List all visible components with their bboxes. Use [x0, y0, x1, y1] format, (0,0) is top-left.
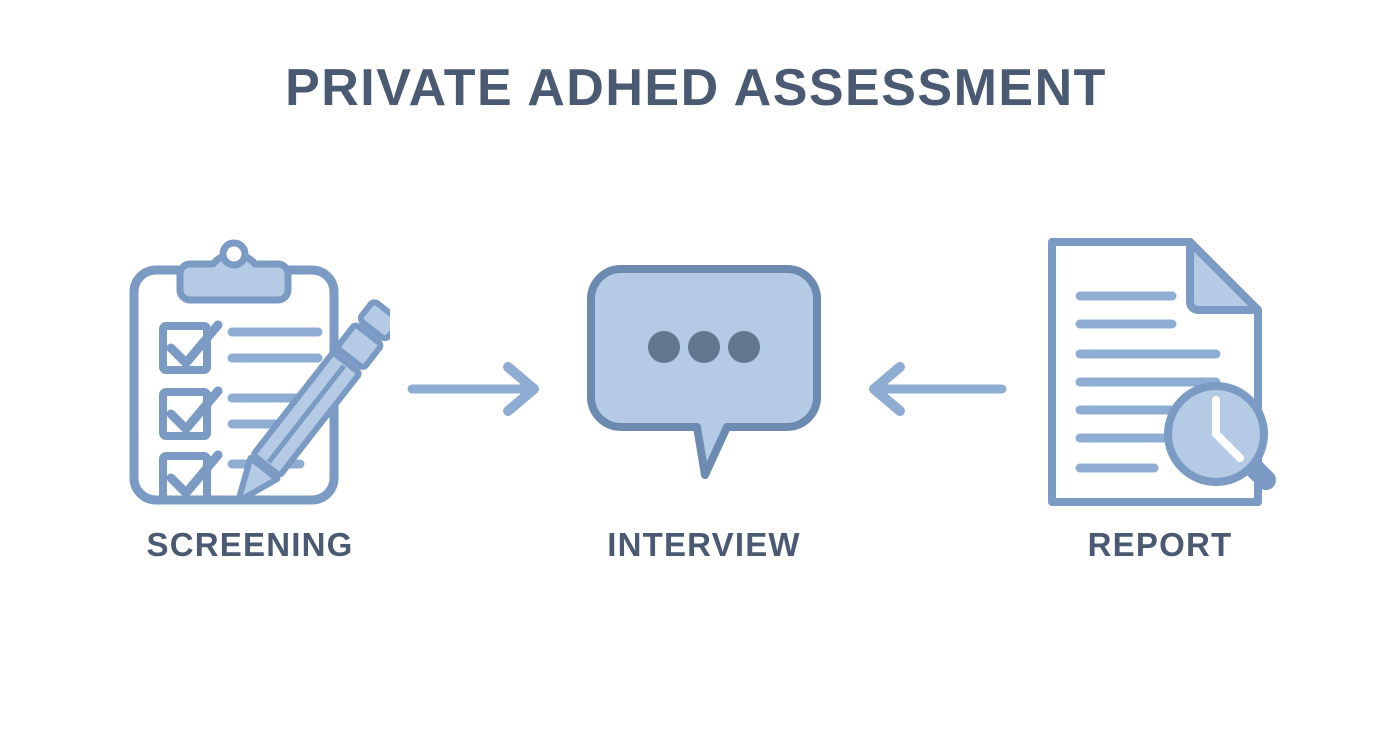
interview-art [554, 228, 854, 516]
step-interview: INTERVIEW [554, 228, 854, 588]
arrow-report-to-interview [852, 355, 1012, 425]
clock-hands [1212, 396, 1244, 462]
pencil-icon [235, 299, 390, 505]
arrow-left-icon [869, 362, 1007, 416]
process-steps: SCREENING INTERVIEW [0, 228, 1392, 588]
clipboard-checklist-pencil-icon [129, 239, 390, 505]
step-label-interview: INTERVIEW [607, 526, 801, 563]
document-clock-magnifier-icon [1048, 238, 1276, 506]
checkbox-1 [159, 320, 223, 374]
page-title: PRIVATE ADHED ASSESSMENT [285, 59, 1107, 117]
checkbox-2 [159, 386, 223, 440]
arrow-screening-to-interview [398, 355, 558, 425]
speech-bubble-icon [587, 265, 821, 479]
step-label-screening: SCREENING [146, 526, 354, 563]
step-screening: SCREENING [100, 228, 400, 588]
speech-dots [648, 331, 760, 363]
report-art [1010, 228, 1310, 516]
screening-art [100, 228, 400, 516]
arrow-right-icon [407, 362, 539, 416]
step-label-report: REPORT [1087, 526, 1233, 563]
checkbox-3 [159, 450, 223, 504]
step-report: REPORT [1010, 228, 1310, 588]
